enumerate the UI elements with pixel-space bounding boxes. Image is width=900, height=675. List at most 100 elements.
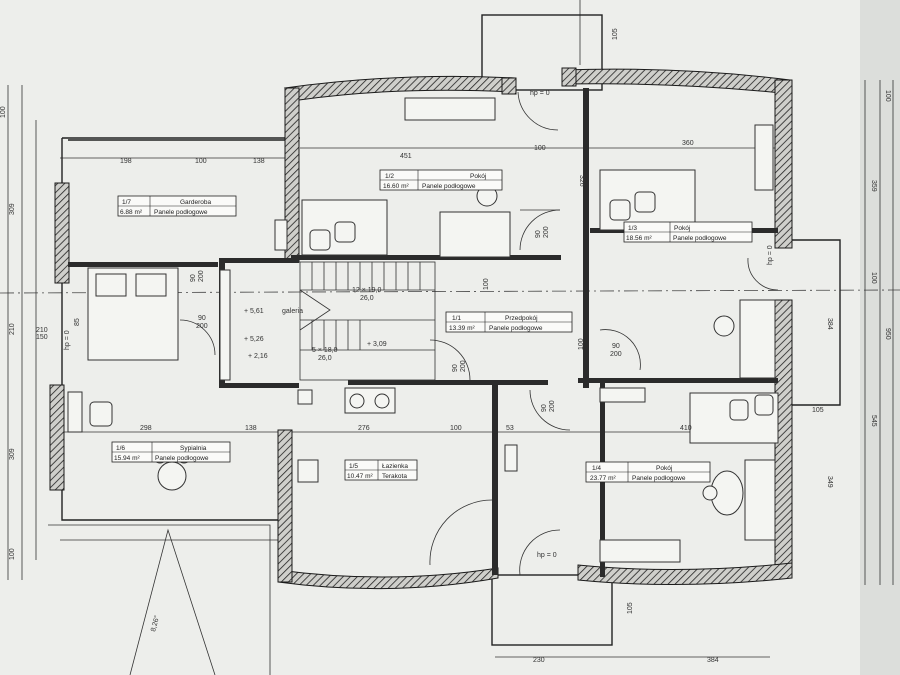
door-swings <box>179 91 779 576</box>
room-finish: Panele podłogowe <box>422 183 476 190</box>
room-area: 23.77 m² <box>590 475 616 482</box>
door-size: 90 <box>535 230 542 238</box>
dim-label: 326 <box>578 175 585 187</box>
level-mark: + 5,61 <box>244 308 264 315</box>
desk-room-1-6 <box>67 391 83 433</box>
radiator-wc <box>297 389 313 405</box>
room-area: 15.94 m² <box>114 455 140 462</box>
dim-label: 100 <box>483 278 490 290</box>
room-id: 1/4 <box>592 465 601 472</box>
radiator-stair <box>274 219 288 251</box>
dim-label: 410 <box>680 425 692 432</box>
door-size: 200 <box>198 270 205 282</box>
dim-label: 309 <box>9 448 16 460</box>
bottom-balcony <box>491 574 613 646</box>
level-note: galeria <box>282 308 303 315</box>
stair-lower-sub: 26,0 <box>318 355 332 362</box>
dim-label: 198 <box>120 158 132 165</box>
desk-room-1-4-b <box>744 459 776 541</box>
dim-label: 276 <box>358 425 370 432</box>
wardrobe-room-1-3 <box>739 299 776 379</box>
door-size: 200 <box>543 226 550 238</box>
level-mark: + 3,09 <box>367 341 387 348</box>
room-name: Pokój <box>674 225 690 232</box>
roof-outline <box>48 524 280 675</box>
door-size: 200 <box>196 323 208 330</box>
room-name: Przedpokój <box>505 315 538 322</box>
dim-label: 230 <box>533 657 545 664</box>
balcony-tag: hp = 0 <box>537 552 557 559</box>
exterior-walls <box>49 67 793 590</box>
dim-label: 105 <box>627 602 634 614</box>
furniture <box>67 97 779 563</box>
door-size: 200 <box>549 400 556 412</box>
dim-label: 100 <box>870 272 877 284</box>
dimension-labels: 198 100 138 451 100 360 298 138 276 100 … <box>0 28 891 664</box>
balcony-tag: hp = 0 <box>64 330 71 350</box>
balcony-tags: hp = 0 hp = 0 hp = 0 hp = 0 <box>64 90 774 559</box>
top-balcony <box>481 14 603 91</box>
room-id: 1/1 <box>452 315 461 322</box>
stair-notations: 12 × 19,0 26,0 5 × 18,0 26,0 <box>312 287 381 362</box>
room-name: Sypialnia <box>180 445 207 452</box>
dim-label: 85 <box>74 318 81 326</box>
wardrobe <box>219 269 231 381</box>
room-finish: Panele podłogowe <box>154 209 208 216</box>
level-mark: + 5,26 <box>244 336 264 343</box>
room-label-1-6: 1/6 Sypialnia 15.94 m² Panele podłogowe <box>111 441 231 463</box>
room-area: 6.88 m² <box>120 209 143 216</box>
room-finish: Terakota <box>382 473 407 480</box>
stair-upper: 12 × 19,0 <box>352 287 381 294</box>
room-label-1-1: 1/1 Przedpokój 13.39 m² Panele podłogowe <box>445 311 573 333</box>
room-area: 10.47 m² <box>347 473 373 480</box>
room-finish: Panele podłogowe <box>155 455 209 462</box>
radiator-bath <box>504 444 518 472</box>
dim-label: 100 <box>578 338 585 350</box>
room-label-1-7: 1/7 Garderoba 6.88 m² Panele podłogowe <box>117 195 237 217</box>
dim-label: 451 <box>400 153 412 160</box>
dim-label: 545 <box>870 415 877 427</box>
dim-label: 105 <box>612 28 619 40</box>
room-finish: Panele podłogowe <box>489 325 543 332</box>
dim-label: 138 <box>245 425 257 432</box>
dim-label: 100 <box>0 106 7 118</box>
dim-label: 384 <box>707 657 719 664</box>
door-size: 90 <box>541 404 548 412</box>
door-size: 200 <box>610 351 622 358</box>
balcony-tag: hp = 0 <box>530 90 550 97</box>
stair-upper-sub: 26,0 <box>360 295 374 302</box>
dim-label: 359 <box>870 180 877 192</box>
dim-label: 210 <box>9 323 16 335</box>
door-size: 90 <box>190 274 197 282</box>
level-marks: + 5,61 galeria + 5,26 + 2,16 + 3,09 <box>244 308 387 360</box>
room-label-1-4: 1/4 Pokój 23.77 m² Panele podłogowe <box>585 461 711 483</box>
room-name: Pokój <box>656 465 672 472</box>
room-label-1-2: 1/2 Pokój 16.60 m² Panele podłogowe <box>379 169 503 191</box>
right-balcony <box>790 239 841 406</box>
room-name: Łazienka <box>382 463 408 470</box>
dim-label: 105 <box>812 407 824 414</box>
dim-label: 100 <box>884 90 891 102</box>
dim-label: 100 <box>534 145 546 152</box>
staircase <box>299 261 436 381</box>
dim-label: 53 <box>506 425 514 432</box>
dimension-lines <box>7 0 894 658</box>
dim-label: 210 <box>36 327 48 334</box>
room-area: 13.39 m² <box>449 325 475 332</box>
dim-label: 150 <box>36 334 48 341</box>
dim-label: 100 <box>450 425 462 432</box>
dim-label: 349 <box>826 476 833 488</box>
dim-label: 950 <box>884 328 891 340</box>
door-size: 200 <box>460 360 467 372</box>
shelf-room-1-3 <box>754 124 774 191</box>
room-id: 1/5 <box>349 463 358 470</box>
room-label-1-5: 1/5 Łazienka 10.47 m² Terakota <box>344 459 418 481</box>
cabinet-hall <box>599 387 646 403</box>
dim-label: 360 <box>682 140 694 147</box>
room-area: 16.60 m² <box>383 183 409 190</box>
dim-label: 100 <box>9 548 16 560</box>
room-finish: Panele podłogowe <box>673 235 727 242</box>
cabinet-room-1-4 <box>599 539 681 563</box>
dim-label: 298 <box>140 425 152 432</box>
